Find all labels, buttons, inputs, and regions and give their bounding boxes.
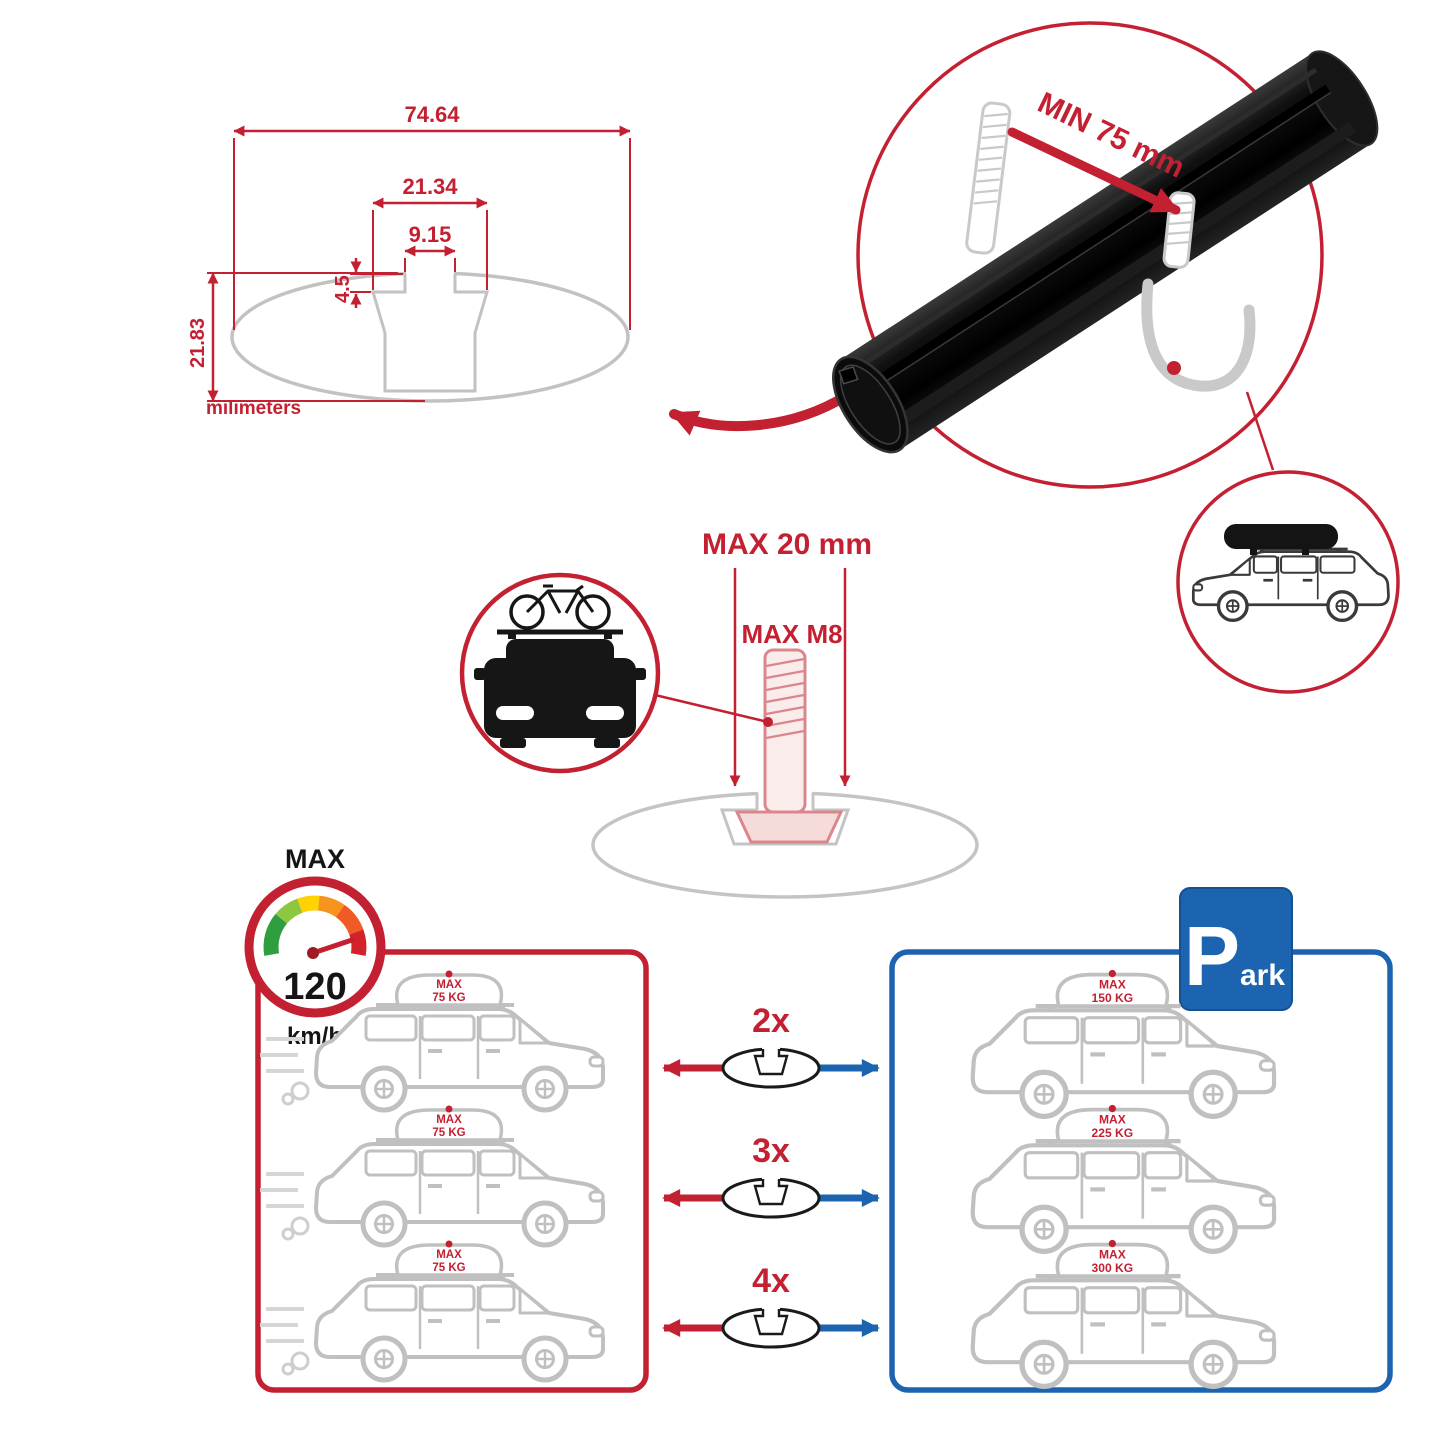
dim-total-width: 74.64	[404, 102, 460, 127]
bolt-head	[734, 810, 844, 844]
gauge-pivot	[307, 947, 319, 959]
roof-box-foot	[1302, 548, 1309, 555]
bracket-bolt-dot	[1167, 361, 1181, 375]
car-right-3: MAX 300 KG	[973, 1239, 1274, 1386]
load-max-label: MAX	[436, 1114, 462, 1126]
headlight	[586, 706, 624, 720]
multiplier-label-2: 3x	[752, 1132, 790, 1170]
multiplier-label-1: 2x	[752, 1002, 790, 1040]
gauge-arc-green	[263, 913, 288, 956]
profile-dimension-diagram: 74.64 21.34 9.15 4.5 21.83 milimeters	[187, 102, 851, 436]
crossbar-ellipse-profile	[230, 271, 630, 403]
load-max-label: MAX	[1099, 977, 1126, 991]
roof-load	[395, 973, 504, 1007]
bike-icon	[509, 584, 611, 630]
wheel	[594, 738, 620, 748]
dim-height: 21.83	[187, 318, 209, 368]
load-weight-label: 150 KG	[1092, 991, 1134, 1005]
bolt-length-label: MAX 20 mm	[702, 528, 872, 561]
leader-line	[1245, 391, 1275, 471]
crossbar-detail-section: MIN 75 mm	[832, 21, 1400, 694]
speed-value: 120	[283, 966, 346, 1008]
exhaust-puff	[290, 1351, 310, 1371]
unit-label: milimeters	[206, 398, 301, 419]
roof-box	[1224, 524, 1338, 549]
park-sign-letter: P	[1184, 909, 1240, 1003]
gauge-arc-orange	[317, 895, 345, 918]
park-sign: P ark	[1179, 887, 1293, 1011]
t-slot-channel	[370, 274, 490, 393]
roof-load	[395, 1243, 504, 1277]
car-front-icon	[474, 629, 646, 748]
speedometer-icon: MAX 120 km/h	[244, 844, 386, 1050]
load-max-label: MAX	[1099, 1247, 1126, 1261]
leader-dot	[763, 717, 773, 727]
wheel	[500, 738, 526, 748]
load-max-label: MAX	[1099, 1112, 1126, 1126]
slot-opening-gap	[406, 266, 454, 279]
car-left-3: MAX 75 KG	[260, 1240, 603, 1381]
roof-box-foot	[1250, 548, 1257, 555]
roof-load	[395, 1108, 504, 1142]
dim-chamber-width: 21.34	[402, 174, 458, 199]
park-sign-text: ark	[1240, 959, 1285, 992]
capacity-section: MAX 120 km/h P ark	[244, 844, 1393, 1393]
car-left-1: MAX 75 KG	[260, 970, 603, 1111]
dim-slot-depth: 4.5	[332, 275, 354, 303]
car-right-1: MAX 150 KG	[973, 969, 1274, 1116]
bar-profile-icon-1	[721, 1044, 821, 1089]
load-weight-label: 75 KG	[432, 1127, 465, 1139]
leader-line	[654, 693, 769, 724]
pointer-arrow	[669, 391, 851, 436]
gauge-arc-yellow	[297, 895, 320, 913]
load-emblem	[1108, 1104, 1117, 1113]
gauge-needle	[310, 937, 355, 956]
load-weight-label: 75 KG	[432, 1262, 465, 1274]
load-emblem	[1108, 1239, 1117, 1248]
multiplier-row-2: 3x	[662, 1132, 880, 1219]
multiplier-row-1: 2x	[662, 1002, 880, 1089]
car-left-2: MAX 75 KG	[260, 1105, 603, 1246]
crossbar-3d	[832, 50, 1379, 454]
park-sign-plate	[1179, 887, 1293, 1011]
bolt-thread-label: MAX M8	[741, 619, 842, 649]
headlight	[496, 706, 534, 720]
dim-slot-width: 9.15	[409, 222, 452, 247]
car-right-2: MAX 225 KG	[973, 1104, 1274, 1251]
load-emblem	[445, 1105, 453, 1113]
gauge-arc-red	[349, 929, 367, 956]
exhaust-puff	[281, 1227, 295, 1241]
threaded-bolt-icon	[965, 101, 1012, 255]
bar-profile-icon-3	[721, 1304, 821, 1349]
load-weight-label: 225 KG	[1092, 1126, 1134, 1140]
exhaust-puff	[290, 1081, 310, 1101]
load-max-label: MAX	[436, 1249, 462, 1261]
load-weight-label: 300 KG	[1092, 1261, 1134, 1275]
exhaust-puff	[281, 1092, 295, 1106]
t-slot-channel	[719, 793, 851, 846]
speed-max-label: MAX	[285, 844, 345, 874]
gauge-arc-deeporange	[335, 904, 364, 935]
exhaust-puff	[281, 1362, 295, 1376]
bolt-threads	[765, 657, 805, 740]
gauge-arc-lightgreen	[275, 898, 303, 924]
bar-profile-icon-2	[721, 1174, 821, 1219]
roofbox-car-circle	[1176, 470, 1400, 694]
bolt-spec-section: MAX 20 mm MAX M8	[459, 528, 979, 899]
load-max-label: MAX	[436, 979, 462, 991]
load-weight-label: 75 KG	[432, 992, 465, 1004]
bike-car-circle	[459, 572, 661, 774]
multiplier-label-3: 4x	[752, 1262, 790, 1300]
min-spacing-arrow	[1007, 127, 1181, 215]
exhaust-puff	[290, 1216, 310, 1236]
load-emblem	[445, 970, 453, 978]
load-emblem	[445, 1240, 453, 1248]
bolt-illustration	[734, 648, 844, 844]
load-emblem	[1108, 969, 1117, 978]
mounting-bracket-icon	[1141, 278, 1256, 392]
multiplier-row-3: 4x	[662, 1262, 880, 1349]
